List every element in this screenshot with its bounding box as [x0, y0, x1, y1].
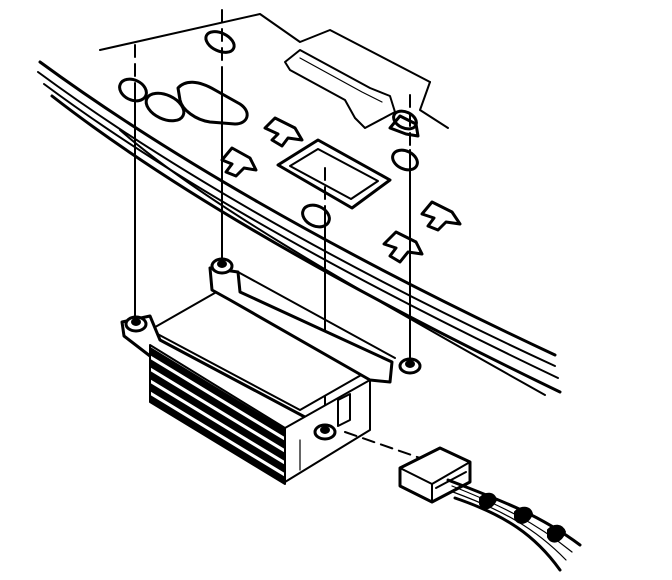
wire-harness	[446, 478, 582, 572]
nut-rear-right	[398, 357, 422, 375]
mounting-panel	[37, 13, 562, 396]
control-module	[120, 266, 396, 485]
mounting-studs	[134, 9, 411, 429]
mounting-nuts	[124, 257, 422, 441]
panel-tabs	[220, 114, 462, 264]
nut-front-right	[313, 423, 337, 441]
wire-harness-connector	[398, 446, 472, 504]
panel-slots	[118, 30, 419, 229]
panel-window	[276, 138, 392, 210]
connector-alignment-line	[344, 431, 421, 459]
nut-rear-left	[210, 257, 234, 275]
cooling-fins	[149, 347, 286, 485]
nut-front-left	[124, 315, 148, 333]
